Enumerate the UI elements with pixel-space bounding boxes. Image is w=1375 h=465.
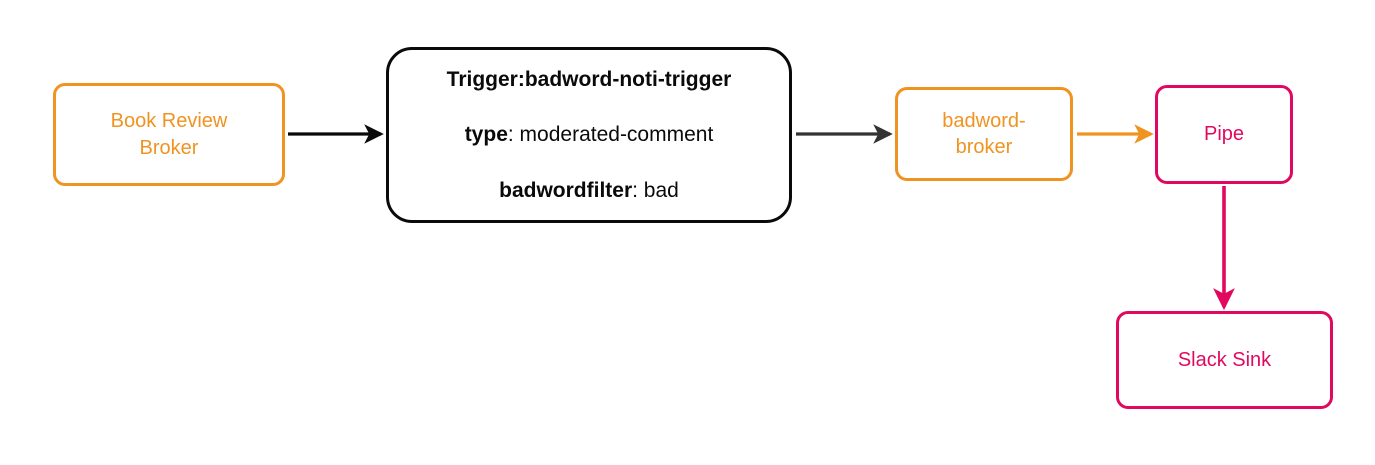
node-pipe[interactable]: Pipe [1155,85,1293,184]
node-trigger-label: Trigger:badword-noti-trigger type: moder… [389,38,789,232]
trigger-line-3-key: badwordfilter [499,178,633,202]
trigger-line-2-value: : moderated-comment [507,123,714,147]
trigger-line-1-value: badword-noti-trigger [524,67,732,91]
trigger-line-3-value: : bad [632,178,679,202]
trigger-line-2-key: type [464,123,508,147]
node-pipe-label: Pipe [1203,123,1245,146]
trigger-line-1: Trigger:badword-noti-trigger [389,66,789,94]
node-badword-broker[interactable]: badword- broker [895,87,1073,181]
trigger-line-1-key: Trigger: [446,67,525,91]
node-slack-sink[interactable]: Slack Sink [1116,311,1333,409]
node-badword-broker-label: badword- broker [942,109,1026,158]
node-slack-sink-label: Slack Sink [1177,348,1272,371]
node-book-review-broker-label: Book Review Broker [110,110,228,159]
trigger-line-3: badwordfilter: bad [389,177,789,205]
trigger-line-2: type: moderated-comment [389,121,789,149]
node-trigger[interactable]: Trigger:badword-noti-trigger type: moder… [386,47,792,223]
node-book-review-broker[interactable]: Book Review Broker [53,83,285,186]
